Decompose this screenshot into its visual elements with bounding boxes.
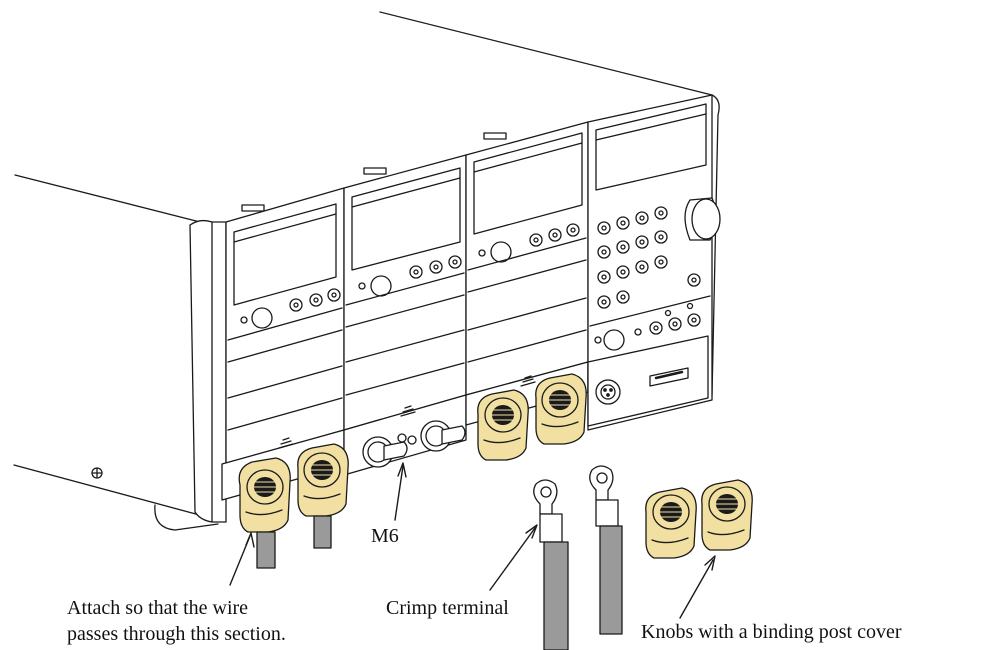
m6-label: M6 bbox=[371, 525, 399, 547]
m6-terminal-left bbox=[362, 436, 408, 468]
binding-post-cover-3 bbox=[477, 389, 529, 461]
module-2 bbox=[343, 154, 467, 476]
wire-1 bbox=[256, 531, 276, 569]
crimp-terminal-1 bbox=[533, 479, 569, 650]
crimp-terminal-2 bbox=[589, 465, 623, 635]
arrow-attach bbox=[229, 532, 255, 586]
attach-label-line1: Attach so that the wire bbox=[67, 597, 249, 619]
m6-terminal-right bbox=[420, 420, 466, 452]
binding-post-cover-4 bbox=[535, 373, 587, 445]
wire-2 bbox=[313, 515, 332, 549]
module-3 bbox=[465, 121, 589, 426]
loose-knob-cover-2 bbox=[701, 479, 753, 551]
arrow-crimp bbox=[489, 524, 538, 591]
arrow-m6 bbox=[394, 462, 407, 521]
crimp-terminal-label: Crimp terminal bbox=[386, 597, 509, 619]
keypad bbox=[597, 206, 701, 309]
loose-knob-cover-1 bbox=[645, 487, 697, 559]
binding-post-cover-2 bbox=[297, 443, 349, 517]
knobs-cover-label: Knobs with a binding post cover bbox=[641, 621, 902, 643]
chassis bbox=[13, 11, 720, 531]
binding-post-cover-1 bbox=[238, 457, 291, 533]
main-frame bbox=[587, 94, 721, 431]
leader-arrows bbox=[229, 462, 716, 619]
arrow-knobs bbox=[679, 555, 716, 619]
attach-label-line2: passes through this section. bbox=[67, 623, 286, 645]
